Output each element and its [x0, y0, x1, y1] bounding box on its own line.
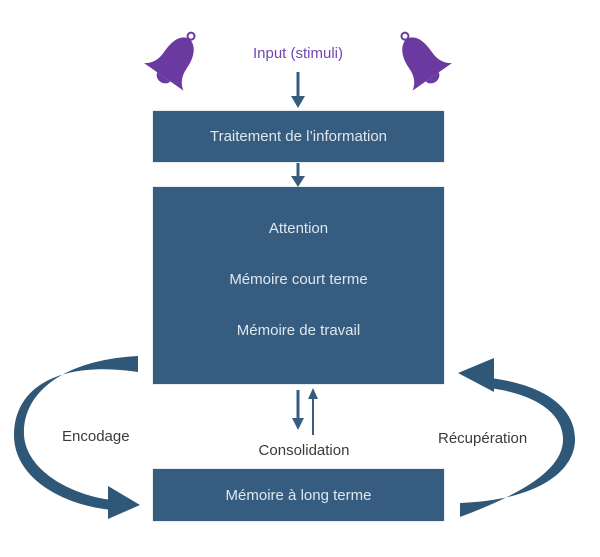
recuperation-label: Récupération — [438, 430, 528, 447]
encodage-label: Encodage — [62, 428, 130, 445]
arrow-processing-to-working-memory — [291, 163, 305, 187]
item-attention: Attention — [268, 220, 329, 237]
arrow-consolidation-up — [308, 388, 318, 435]
box-long-term-memory: Mémoire à long terme — [153, 469, 444, 521]
arrow-consolidation-down — [292, 390, 304, 430]
bell-icon-left — [144, 31, 196, 91]
box-information-processing: Traitement de l’information — [153, 111, 444, 162]
item-short-term-memory: Mémoire court terme — [229, 271, 368, 288]
input-stimuli-label: Input (stimuli) — [252, 45, 344, 62]
item-working-memory: Mémoire de travail — [236, 322, 361, 339]
consolidation-label: Consolidation — [258, 442, 350, 459]
arrow-encodage — [14, 356, 140, 519]
arrow-recuperation — [458, 358, 576, 517]
bell-icon-right — [400, 31, 452, 91]
arrow-input-to-processing — [291, 72, 305, 108]
box-information-processing-label: Traitement de l’information — [209, 128, 388, 145]
box-long-term-memory-label: Mémoire à long terme — [225, 486, 372, 504]
box-working-memory: Attention Mémoire court terme Mémoire de… — [153, 187, 444, 384]
